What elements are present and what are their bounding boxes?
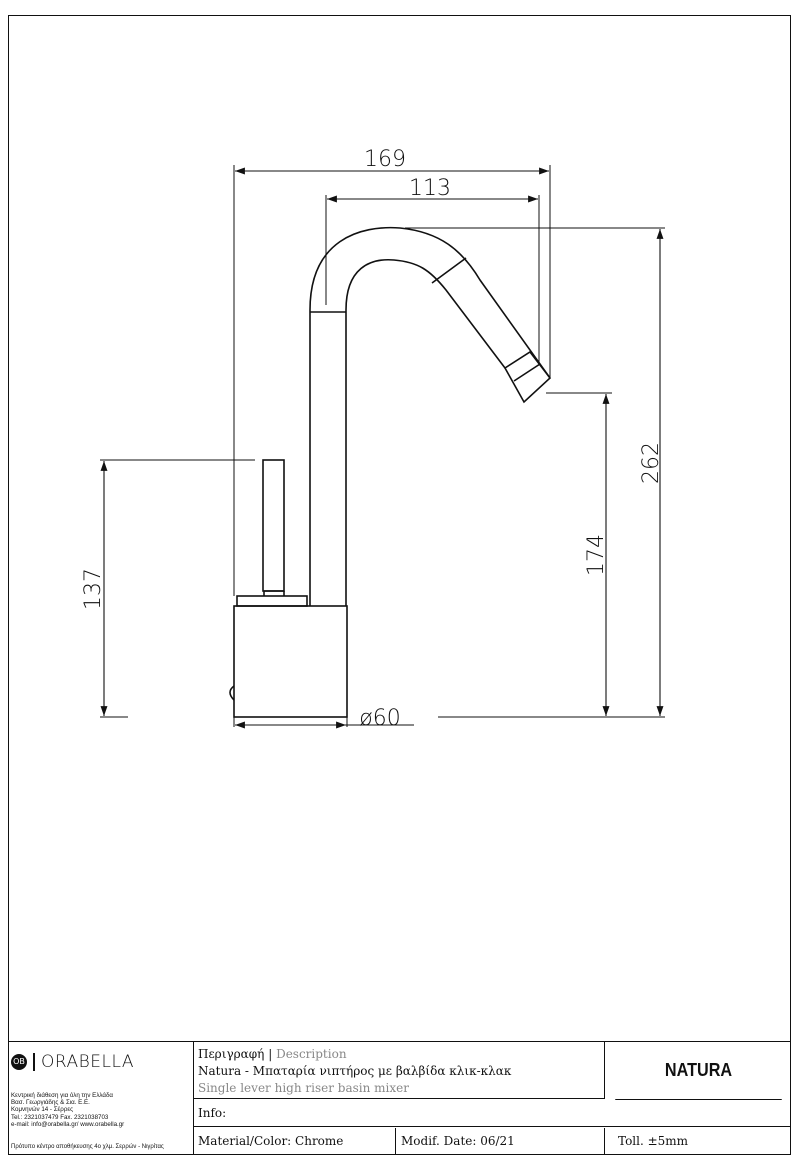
drawing-frame	[8, 15, 791, 1155]
faucet-spout	[309, 226, 551, 606]
spout-nozzle	[503, 350, 552, 404]
dim-label-137: 137	[81, 568, 106, 610]
tolerance-field: Toll. ±5mm	[618, 1134, 689, 1148]
description-greek: Natura - Μπαταρία νιπτήρος με βαλβίδα κλ…	[198, 1064, 512, 1078]
description-separator: |	[268, 1047, 273, 1061]
dim-label-174: 174	[584, 534, 609, 576]
faucet-lever	[262, 459, 285, 592]
faucet-outline	[229, 226, 552, 718]
dim-label-169: 169	[364, 147, 406, 172]
title-block: OB ORABELLA Κεντρική διάθεση για όλη την…	[8, 1041, 791, 1155]
dim-label-113: 113	[409, 176, 451, 201]
faucet-base	[233, 605, 348, 718]
description-english: Single lever high riser basin mixer	[198, 1081, 409, 1095]
address-line: Tel.: 2321037479 Fax. 2321038703	[11, 1113, 109, 1121]
address-line: e-mail: info@orabella.gr/ www.orabella.g…	[11, 1120, 125, 1128]
description-label-en: Description	[276, 1047, 347, 1061]
address-line: Κεντρική διάθεση για όλη την Ελλάδα	[11, 1092, 114, 1099]
storage-center-note: Πρότυπο κέντρο αποθήκευσης 4ο χλμ. Σερρώ…	[11, 1144, 164, 1150]
technical-drawing: 169 113 262 174 137 ø60	[81, 147, 665, 731]
address-line: Κομνηνών 14 - Σέρρες	[11, 1106, 74, 1114]
company-address: Κεντρική διάθεση για όλη την Ελλάδα Βασ.…	[11, 1092, 124, 1128]
dim-label-60: ø60	[359, 706, 400, 731]
logo-cell: OB ORABELLA Κεντρική διάθεση για όλη την…	[8, 1042, 194, 1155]
material-field: Material/Color: Chrome	[194, 1128, 396, 1155]
info-field: Info:	[194, 1100, 791, 1127]
dim-label-262: 262	[639, 442, 664, 484]
popup-knob	[229, 685, 235, 701]
description-cell: Περιγραφή | Description Natura - Μπαταρί…	[194, 1042, 605, 1099]
logo-mark-icon: OB	[11, 1054, 27, 1070]
address-line: Βασ. Γεωργιάδης & Σια. Ε.Ε.	[11, 1099, 90, 1107]
product-name: NATURA	[615, 1042, 782, 1100]
orabella-logo: OB ORABELLA	[11, 1052, 134, 1072]
faucet-base-plate	[236, 595, 308, 607]
modif-date-field: Modif. Date: 06/21	[397, 1128, 605, 1155]
brand-name: ORABELLA	[41, 1052, 134, 1072]
description-label-gr: Περιγραφή	[198, 1047, 265, 1061]
logo-divider	[33, 1053, 35, 1071]
